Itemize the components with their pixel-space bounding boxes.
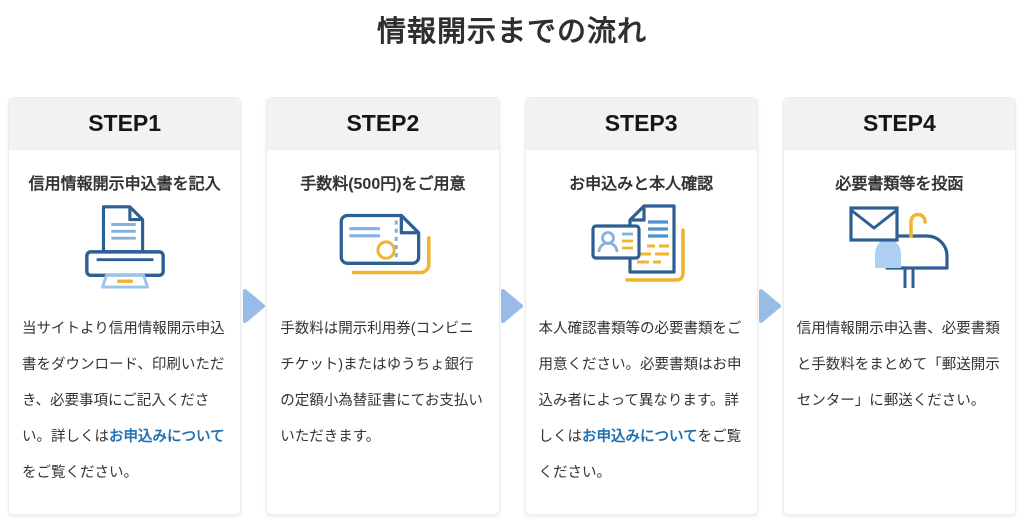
step2-description: 手数料は開示利用券(コンビニチケット)またはゆうちょ銀行の定額小為替証書にてお支… — [267, 309, 498, 455]
mailbox-icon — [849, 206, 949, 288]
step-card-1: STEP1 信用情報開示申込書を記入 当サイトより信用情報開示申込書をダウンロー… — [8, 97, 242, 515]
description-text: 当サイトより信用情報開示申込書をダウンロード、印刷いただき、必要事項にご記入くだ… — [22, 320, 225, 445]
description-text: 手数料は開示利用券(コンビニチケット)またはゆうちょ銀行の定額小為替証書にてお支… — [280, 320, 483, 445]
printer-icon — [84, 205, 165, 289]
step3-description: 本人確認書類等の必要書類をご用意ください。必要書類はお申込み者によって異なります… — [526, 309, 757, 491]
right-arrow-icon — [501, 289, 523, 323]
step3-subtitle: お申込みと本人確認 — [569, 176, 714, 193]
step1-header-label: STEP1 — [9, 98, 241, 150]
step2-subtitle: 手数料(500円)をご用意 — [300, 176, 466, 193]
step-card-4: STEP4 必要書類等を投函 信用情報開示申込書、必要書類と手数料をまとめて「郵… — [782, 97, 1016, 515]
right-arrow-icon — [759, 289, 782, 323]
step-card-3: STEP3 お申込みと本人確認 — [524, 97, 758, 515]
step-card-2: STEP2 手数料(500円)をご用意 手数料は開示利用券(コンビニチケット)ま… — [266, 97, 500, 515]
step2-header-label: STEP2 — [267, 98, 499, 150]
right-arrow-icon — [242, 289, 265, 323]
page-title: 情報開示までの流れ — [376, 16, 647, 48]
step4-subtitle: 必要書類等を投函 — [835, 176, 964, 193]
about-application-link[interactable]: お申込みについて — [109, 428, 225, 445]
description-text: 信用情報開示申込書、必要書類と手数料をまとめて「郵送開示センター」に郵送ください… — [796, 320, 1000, 409]
step4-header-label: STEP4 — [783, 98, 1015, 150]
steps-flow: STEP1 信用情報開示申込書を記入 当サイトより信用情報開示申込書をダウンロー… — [0, 97, 1024, 515]
step4-description: 信用情報開示申込書、必要書類と手数料をまとめて「郵送開示センター」に郵送ください… — [784, 309, 1015, 419]
step1-subtitle: 信用情報開示申込書を記入 — [28, 176, 221, 193]
about-application-link[interactable]: お申込みについて — [582, 428, 698, 445]
step3-header-label: STEP3 — [525, 98, 757, 150]
step1-description: 当サイトより信用情報開示申込書をダウンロード、印刷いただき、必要事項にご記入くだ… — [9, 309, 240, 491]
id-verification-icon — [591, 204, 685, 282]
description-text: をご覧ください。 — [538, 428, 742, 481]
description-text: をご覧ください。 — [22, 464, 138, 481]
description-text: 本人確認書類等の必要書類をご用意ください。必要書類はお申込み者によって異なります… — [538, 320, 742, 445]
fee-ticket-icon — [339, 213, 431, 275]
